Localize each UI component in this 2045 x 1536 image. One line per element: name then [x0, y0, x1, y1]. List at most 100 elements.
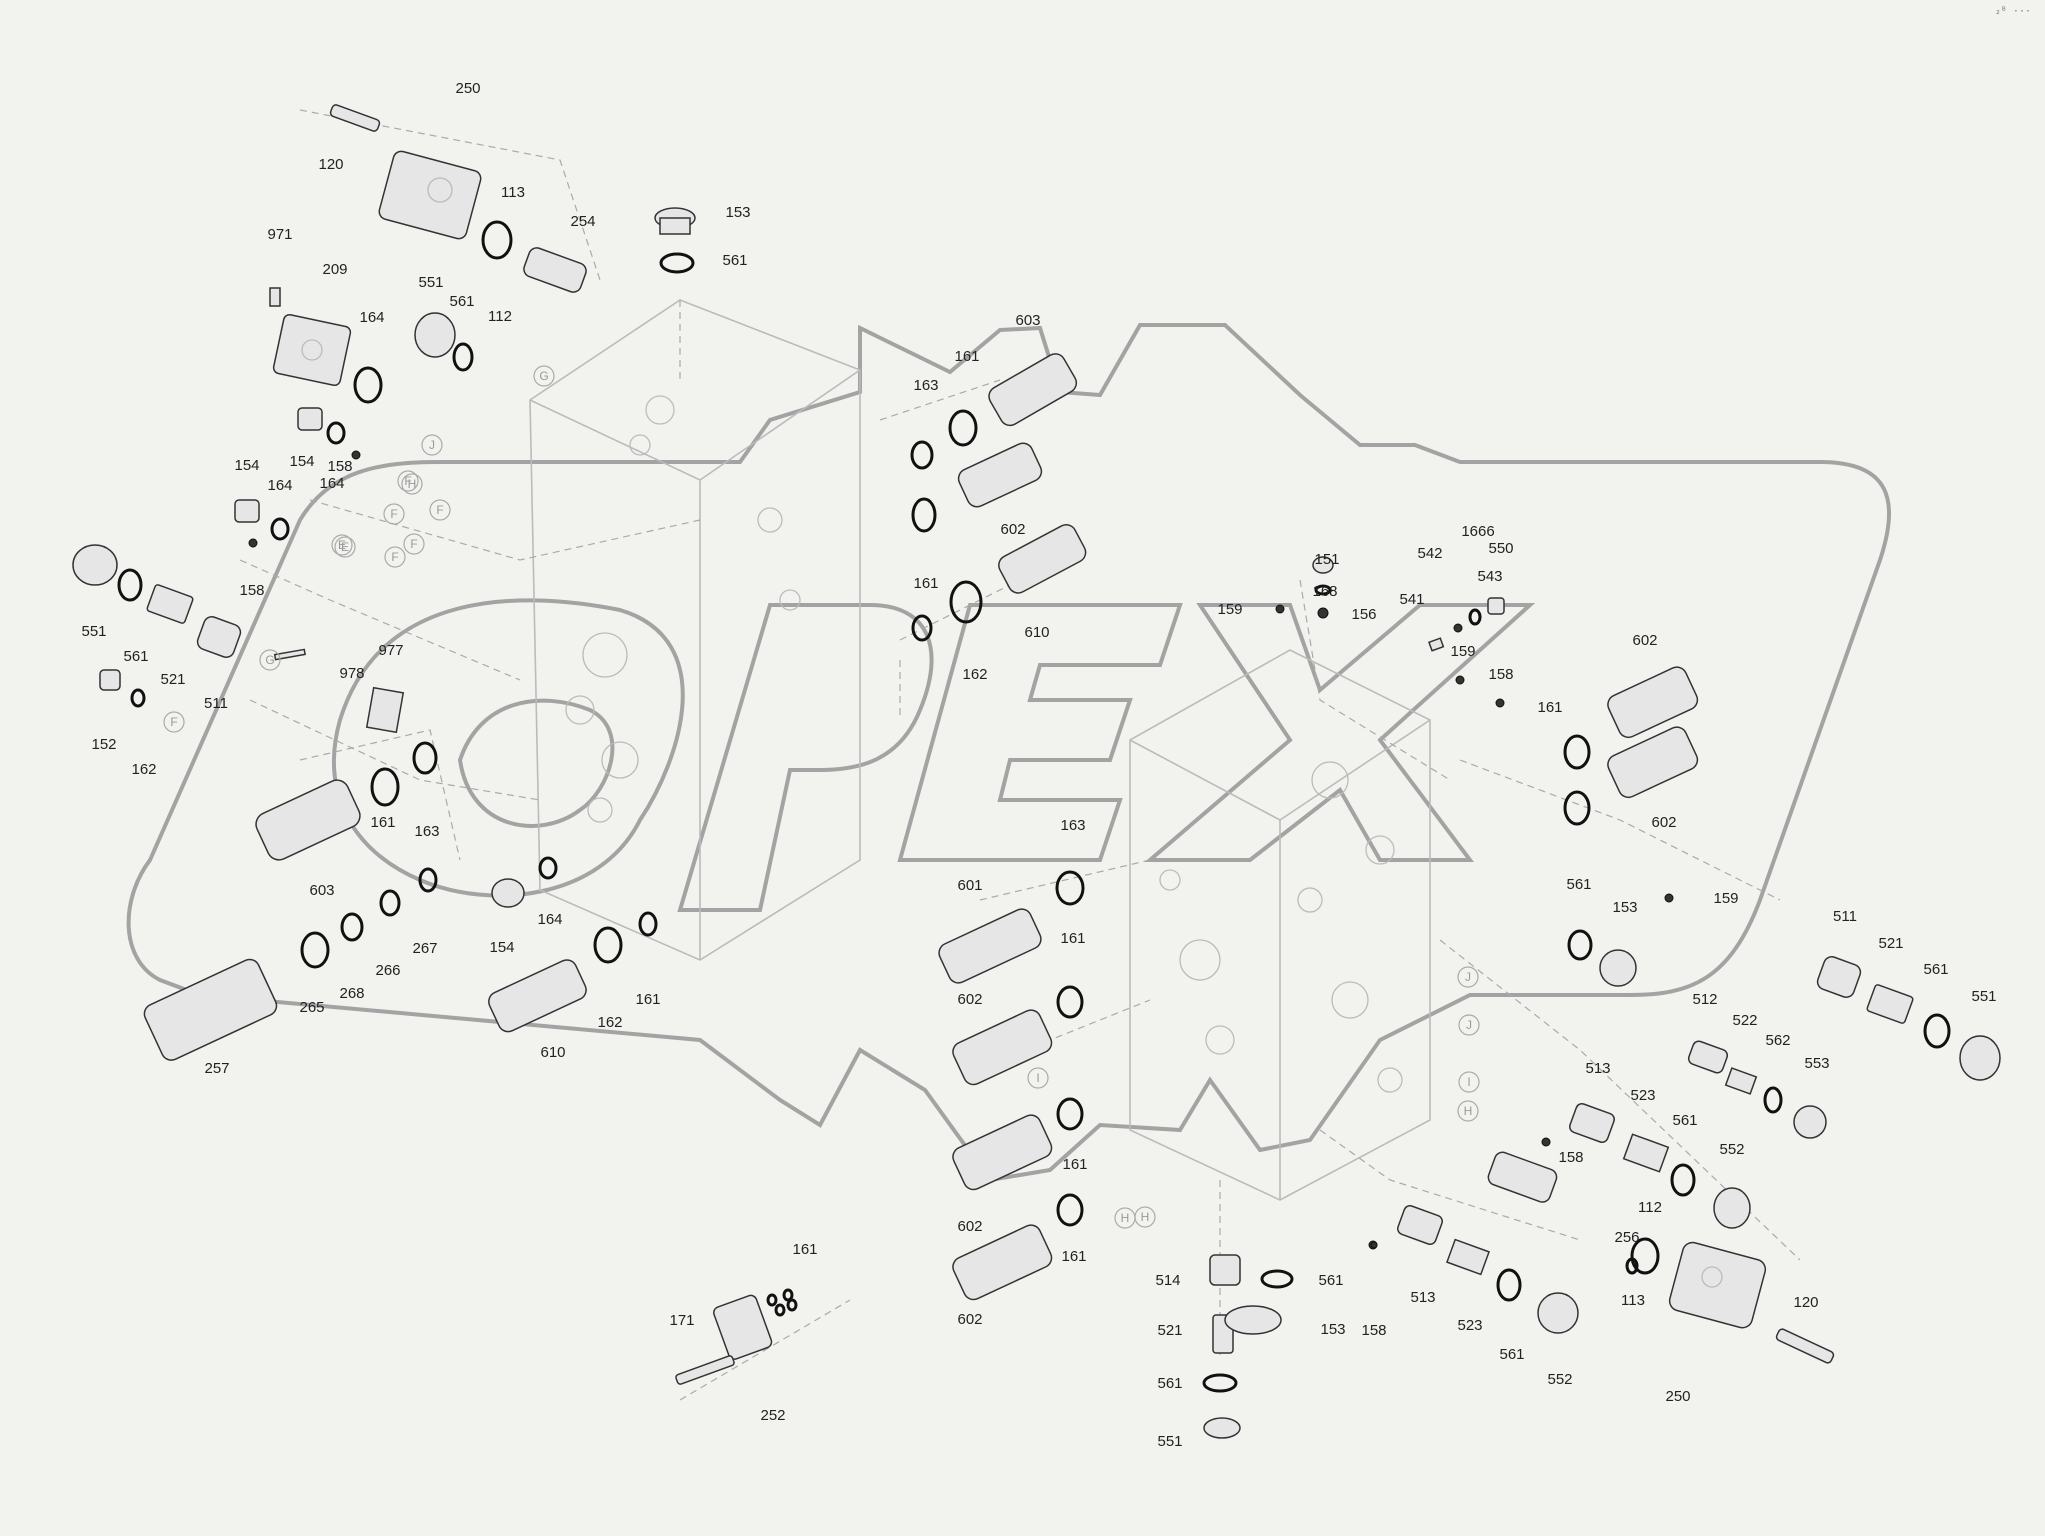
part-label: 603	[309, 882, 334, 899]
circle-callout: I	[1458, 1071, 1480, 1093]
part-label: 561	[1157, 1375, 1182, 1392]
callout-circle	[533, 365, 555, 387]
part-label: 159	[1450, 643, 1475, 660]
part-label: 521	[160, 671, 185, 688]
callout-circle	[334, 536, 356, 558]
callout-circle	[331, 534, 353, 556]
circle-callout: F	[163, 711, 185, 733]
part-label: 550	[1488, 540, 1513, 557]
part-label: 971	[267, 226, 292, 243]
part-label: 154	[489, 939, 514, 956]
part-label: 523	[1457, 1317, 1482, 1334]
part-label: 601	[957, 877, 982, 894]
circle-callout: J	[421, 434, 443, 456]
part-label: 513	[1585, 1060, 1610, 1077]
part-label: 168	[1312, 583, 1337, 600]
circle-callout: G	[533, 365, 555, 387]
circle-callout: F	[384, 546, 406, 568]
callout-letter: F	[391, 550, 398, 564]
part-label: 603	[1015, 312, 1040, 329]
part-label: 561	[123, 648, 148, 665]
part-label: 112	[1638, 1199, 1662, 1216]
part-label: 161	[913, 575, 938, 592]
circle-callout: G	[259, 649, 281, 671]
part-label: 562	[1765, 1032, 1790, 1049]
part-label: 154	[289, 453, 314, 470]
callout-circle	[401, 473, 423, 495]
callout-letter: G	[265, 653, 274, 667]
part-label: 159	[1217, 601, 1242, 618]
part-label: 602	[1651, 814, 1676, 831]
part-label: 542	[1417, 545, 1442, 562]
part-label: 561	[1499, 1346, 1524, 1363]
callout-letter: H	[1141, 1210, 1150, 1224]
part-label: 161	[635, 991, 660, 1008]
part-label: 561	[1318, 1272, 1343, 1289]
part-label: 153	[725, 204, 750, 221]
part-label: 171	[669, 1312, 694, 1329]
part-label: 977	[378, 642, 403, 659]
part-label: 158	[239, 582, 264, 599]
circle-callout: E	[334, 536, 356, 558]
part-label: 120	[318, 156, 343, 173]
part-label: 161	[1061, 1248, 1086, 1265]
part-number-labels: 2501201132549712091645515611121535616031…	[81, 80, 1996, 1450]
circle-callout: J	[1457, 966, 1479, 988]
callout-circle	[421, 434, 443, 456]
part-label: 156	[1351, 606, 1376, 623]
callout-letter: F	[410, 537, 417, 551]
part-label: 161	[370, 814, 395, 831]
part-label: 266	[375, 962, 400, 979]
part-label: 252	[760, 1407, 785, 1424]
circle-callout: H	[1114, 1207, 1136, 1229]
part-label: 154	[234, 457, 259, 474]
callout-letter: F	[390, 507, 397, 521]
callout-circle	[403, 533, 425, 555]
callout-letter: F	[170, 715, 177, 729]
callout-letter: J	[1465, 970, 1471, 984]
part-label: 602	[957, 1218, 982, 1235]
part-label: 158	[1558, 1149, 1583, 1166]
part-label: 161	[1062, 1156, 1087, 1173]
part-label: 561	[1566, 876, 1591, 893]
part-label: 552	[1547, 1371, 1572, 1388]
part-label: 151	[1314, 551, 1339, 568]
part-label: 602	[957, 991, 982, 1008]
part-label: 153	[1612, 899, 1637, 916]
part-label: 514	[1155, 1272, 1180, 1289]
part-label: 978	[339, 665, 364, 682]
callout-letter: E	[338, 538, 346, 552]
callout-letter: I	[1467, 1075, 1470, 1089]
callout-circle	[1134, 1206, 1156, 1228]
part-label: 512	[1692, 991, 1717, 1008]
part-label: 113	[1621, 1292, 1645, 1309]
part-label: 511	[1833, 908, 1857, 925]
part-label: 113	[501, 184, 525, 201]
callout-letter: H	[1121, 1211, 1130, 1225]
circle-callout: E	[331, 534, 353, 556]
callout-circle	[1458, 1071, 1480, 1093]
part-label: 602	[1632, 632, 1657, 649]
part-label: 541	[1399, 591, 1424, 608]
part-label: 521	[1157, 1322, 1182, 1339]
part-label: 552	[1719, 1141, 1744, 1158]
callout-letter: J	[1466, 1018, 1472, 1032]
part-label: 543	[1477, 568, 1502, 585]
part-label: 158	[1361, 1322, 1386, 1339]
part-label: 162	[597, 1014, 622, 1031]
callout-circle	[429, 499, 451, 521]
circle-callout: F	[429, 499, 451, 521]
part-label: 551	[1157, 1433, 1182, 1450]
circle-callout: H	[1457, 1100, 1479, 1122]
part-label: 602	[957, 1311, 982, 1328]
part-label: 161	[954, 348, 979, 365]
parts	[72, 104, 2001, 1439]
part-label: 112	[488, 308, 512, 325]
callout-letter: F	[404, 474, 411, 488]
part-label: 159	[1713, 890, 1738, 907]
part-label: 164	[319, 475, 344, 492]
circle-callout: F	[397, 470, 419, 492]
part-label: 551	[418, 274, 443, 291]
part-label: 267	[412, 940, 437, 957]
part-label: 250	[455, 80, 480, 97]
